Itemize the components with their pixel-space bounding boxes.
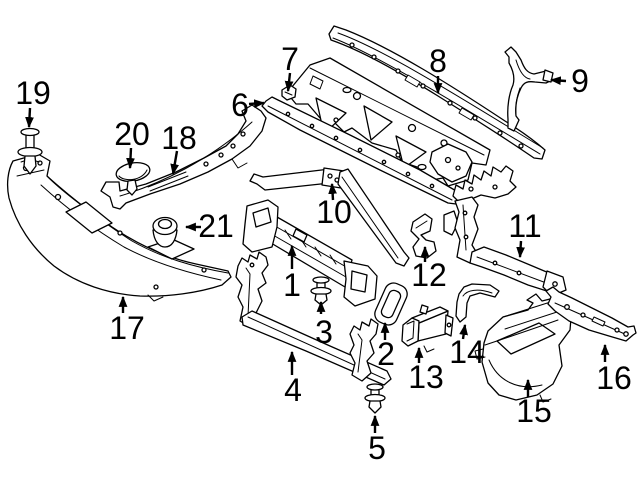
part-19-push-rivet [17, 127, 43, 175]
callout-19-label: 19 [15, 75, 51, 111]
diagram-line-art [6, 25, 637, 414]
callout-19-arrow [25, 107, 34, 129]
part-10-strut-brace [249, 167, 410, 267]
callout-16-label: 16 [596, 360, 632, 396]
part-11-mount-bracket [443, 165, 567, 297]
part-20-clip [115, 162, 151, 196]
cowl-top-panel [286, 57, 491, 187]
callout-12-label: 12 [411, 257, 447, 293]
part-16-support-rail [545, 286, 637, 342]
callout-9-label: 9 [571, 63, 589, 99]
callout-4-label: 4 [284, 372, 302, 408]
callout-6-label: 6 [231, 87, 249, 123]
callout-14-label: 14 [449, 334, 485, 370]
callout-6-arrow [248, 99, 266, 109]
callout-8-label: 8 [429, 43, 447, 79]
callout-20-label: 20 [114, 116, 150, 152]
callout-3-label: 3 [315, 314, 333, 350]
part-12-bracket [410, 213, 437, 259]
part-14-duct-wall [455, 283, 500, 323]
callout-1-label: 1 [283, 267, 301, 303]
part-18-mounting-bracket [100, 104, 267, 210]
callout-13-label: 13 [408, 359, 444, 395]
callout-21-label: 21 [198, 208, 234, 244]
part-2-bezel [374, 282, 408, 326]
callout-10-arrow [328, 182, 338, 201]
callout-11-label: 11 [508, 208, 541, 244]
callout-9-arrow [549, 76, 567, 86]
part-4-lower-tie-bar [235, 251, 392, 386]
part-15-air-duct [474, 293, 573, 403]
callout-17-label: 17 [109, 310, 145, 346]
callout-15-label: 15 [516, 393, 552, 429]
callout-11-arrow [516, 240, 526, 259]
callout-5-label: 5 [368, 430, 386, 466]
callout-14-arrow [459, 323, 468, 340]
callout-20-arrow [126, 147, 135, 170]
part-13-duct-bracket [401, 304, 454, 353]
part-3-rivet [310, 276, 332, 306]
callout-7-label: 7 [281, 41, 299, 77]
part-21-grommet [152, 216, 178, 248]
part-1-support-beam [242, 199, 378, 307]
callout-7-arrow [284, 72, 294, 93]
part-5-rivet [364, 383, 386, 414]
callout-2-label: 2 [377, 336, 395, 372]
callout-18-label: 18 [161, 120, 197, 156]
part-9-support-bracket [504, 46, 554, 132]
callout-10-label: 10 [316, 194, 352, 230]
callout-18-arrow [170, 150, 180, 176]
part-17-under-panel [6, 153, 232, 302]
